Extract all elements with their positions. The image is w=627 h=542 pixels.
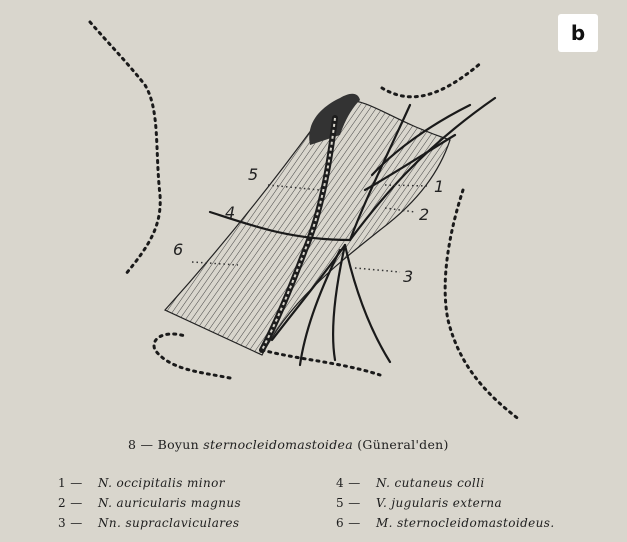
- caption-prefix: 8 — Boyun: [128, 437, 203, 452]
- figure-caption: 8 — Boyun sternocleidomastoidea (Güneral…: [128, 437, 548, 452]
- legend-number: 4 —: [336, 476, 376, 490]
- leader-3: [355, 268, 400, 272]
- shoulder-outline-dotted: [262, 350, 380, 375]
- caption-italic: sternocleidomastoidea: [203, 437, 353, 452]
- legend-name: M. sternocleidomastoideus.: [376, 516, 555, 530]
- caption-suffix: (Güneral'den): [353, 437, 449, 452]
- legend-name: N. cutaneus colli: [376, 476, 485, 490]
- clavicle-outline-dotted: [154, 334, 230, 378]
- ear-outline-dotted: [382, 62, 482, 97]
- legend-number: 6 —: [336, 516, 376, 530]
- figure-label-6: 6: [173, 240, 183, 259]
- legend-name: N. occipitalis minor: [98, 476, 225, 490]
- head-outline-dotted: [90, 22, 160, 275]
- panel-label: b: [558, 14, 598, 52]
- sternocleidomastoid-muscle: [165, 100, 450, 355]
- legend-name: Nn. supraclaviculares: [98, 516, 239, 530]
- legend-number: 2 —: [58, 496, 98, 510]
- figure-label-4: 4: [225, 203, 235, 222]
- legend-name: V. jugularis externa: [376, 496, 502, 510]
- figure-label-2: 2: [419, 205, 429, 224]
- figure-label-5: 5: [248, 165, 258, 184]
- legend-item: 3 —Nn. supraclaviculares: [58, 516, 239, 530]
- legend-item: 2 —N. auricularis magnus: [58, 496, 241, 510]
- figure-label-3: 3: [403, 267, 413, 286]
- legend-number: 5 —: [336, 496, 376, 510]
- legend-item: 1 —N. occipitalis minor: [58, 476, 225, 490]
- legend-item: 6 —M. sternocleidomastoideus.: [336, 516, 555, 530]
- legend-number: 3 —: [58, 516, 98, 530]
- legend-item: 4 —N. cutaneus colli: [336, 476, 485, 490]
- legend-item: 5 —V. jugularis externa: [336, 496, 502, 510]
- back-neck-outline-dotted: [445, 190, 520, 420]
- figure-label-1: 1: [434, 177, 444, 196]
- legend-name: N. auricularis magnus: [98, 496, 241, 510]
- legend-number: 1 —: [58, 476, 98, 490]
- supraclavicular-nerves-b: [345, 245, 390, 362]
